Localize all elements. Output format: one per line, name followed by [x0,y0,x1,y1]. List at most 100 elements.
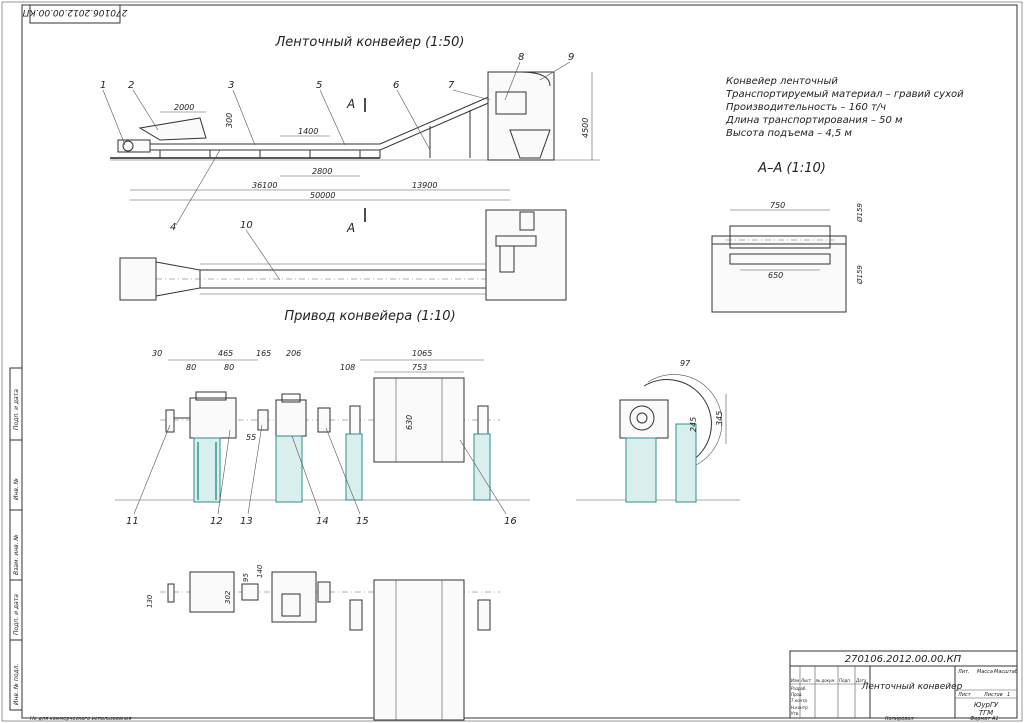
format-value: А1 [991,716,999,722]
dim-36100: 36100 [252,181,277,190]
dim-80-b: 80 [224,363,234,372]
callout-3: 3 [228,80,234,91]
title-main: Ленточный конвейер (1:50) [275,35,465,50]
tb-row-ncontr: Н.контр. [791,705,809,710]
dim-753: 753 [412,363,427,372]
dim-1400: 1400 [298,127,318,136]
callout-12: 12 [210,516,223,527]
dim-4500: 4500 [581,118,590,138]
copied-label: Копировал [885,716,914,722]
drive-plan: 130 302 95 140 [146,564,500,721]
side-stamp: Подп. и дата Инв. № Взам. инв. № Подп. и… [9,367,23,711]
dim-50000: 50000 [310,191,335,200]
dim-140: 140 [256,564,264,578]
section-marker-top: А [346,97,355,111]
callouts-drive: 11 12 13 14 15 16 [126,424,517,527]
tb-row-appr: Утв. [791,711,799,716]
callouts-main: 1 2 3 4 5 6 7 8 9 [100,52,574,233]
tb-sheets-val: 1 [1007,692,1010,698]
dim-750: 750 [770,201,785,210]
tb-org-2: ТГМ [979,709,993,717]
tb-org-1: ЮурГУ [974,701,999,709]
tb-col-date: Дата [855,678,867,683]
corner-code-box: 270106.2012.00.00.КП [22,4,127,24]
callout-16: 16 [504,516,517,527]
callout-1: 1 [100,80,106,91]
title-section: А–А (1:10) [757,161,826,176]
spec-line-1: Конвейер ленточный [726,76,838,87]
tb-sheet: Лист [957,692,972,698]
callout-15: 15 [356,516,369,527]
dim-465: 465 [218,349,233,358]
specs-block: Конвейер ленточный Транспортируемый мате… [725,76,964,139]
stamp-sign-date-2: Подп. и дата [13,594,20,635]
dim-302: 302 [224,590,232,604]
dim-1065: 1065 [412,349,432,358]
tb-col-sign: Подп. [839,678,851,683]
title-block: 270106.2012.00.00.КП Ленточный конвейер … [789,650,1018,719]
conveyor-plan: 10 [119,209,567,301]
dim-d159-bottom: Ø159 [856,265,864,285]
dim-97: 97 [680,359,691,368]
stamp-inv-orig: Инв. № подл. [13,664,20,705]
dim-55: 55 [246,433,256,442]
dim-108: 108 [340,363,355,372]
callout-9: 9 [568,52,574,63]
dim-d159-top: Ø159 [856,203,864,223]
callout-11: 11 [126,516,139,527]
dim-245: 245 [689,417,698,432]
tb-col-izm: Изм [791,678,799,683]
stamp-inv-no: Инв. № [13,478,20,500]
dims-drive: 30 80 465 80 165 206 108 1065 753 55 630 [152,349,484,442]
dim-30: 30 [152,349,162,358]
dim-80-a: 80 [186,363,196,372]
corner-code: 270106.2012.00.00.КП [22,7,127,17]
spec-line-2: Транспортируемый материал – гравий сухой [726,89,964,100]
dim-165: 165 [256,349,271,358]
tb-col-doc: № докум. [815,678,836,683]
dim-300: 300 [225,113,234,128]
section-marker-bottom: А [346,221,355,235]
format-label: Формат [970,716,991,722]
dim-95: 95 [242,573,250,582]
dim-130: 130 [146,594,154,608]
stamp-sign-date-1: Подп. и дата [13,389,20,430]
dim-2000: 2000 [174,103,194,112]
dim-345: 345 [715,411,724,426]
tb-row-dev: Разраб. [791,686,807,691]
footer-note: Не для коммерческого использования [30,716,131,722]
callout-2: 2 [128,80,134,91]
stamp-replace-inv: Взам. инв. № [13,534,20,575]
dim-650: 650 [768,271,783,280]
callout-14: 14 [316,516,329,527]
dim-630: 630 [405,415,414,430]
dim-2800: 2800 [312,167,332,176]
tb-mass: Масса [977,669,993,675]
tb-row-check: Пров. [791,692,803,697]
callout-13: 13 [240,516,253,527]
tb-sheets: Листов [983,692,1003,698]
callout-5: 5 [316,80,322,91]
callout-4: 4 [170,222,176,233]
spec-line-4: Длина транспортирования – 50 м [725,115,903,126]
titleblock-code: 270106.2012.00.00.КП [845,654,962,665]
dim-206: 206 [286,349,301,358]
drive-elevation [115,377,530,503]
tb-scale: Масштаб [994,669,1018,675]
spec-line-5: Высота подъема – 4,5 м [726,128,852,139]
dim-13900: 13900 [412,181,437,190]
tb-col-list: Лист [800,678,812,683]
conveyor-elevation [110,71,600,161]
callout-10: 10 [240,220,253,231]
spec-line-3: Производительность – 160 т/ч [726,102,886,113]
titleblock-name: Ленточный конвейер [861,682,963,692]
section-view: 750 650 Ø159 Ø159 [711,201,864,313]
callout-8: 8 [518,52,524,63]
drive-side-view: 97 245 345 [576,359,740,503]
section-marker: А А [346,97,366,235]
tb-lit: Лит. [957,669,970,675]
dims-main: 2000 300 1400 2800 36100 13900 50000 450… [130,72,593,201]
title-drive: Привод конвейера (1:10) [284,309,455,324]
